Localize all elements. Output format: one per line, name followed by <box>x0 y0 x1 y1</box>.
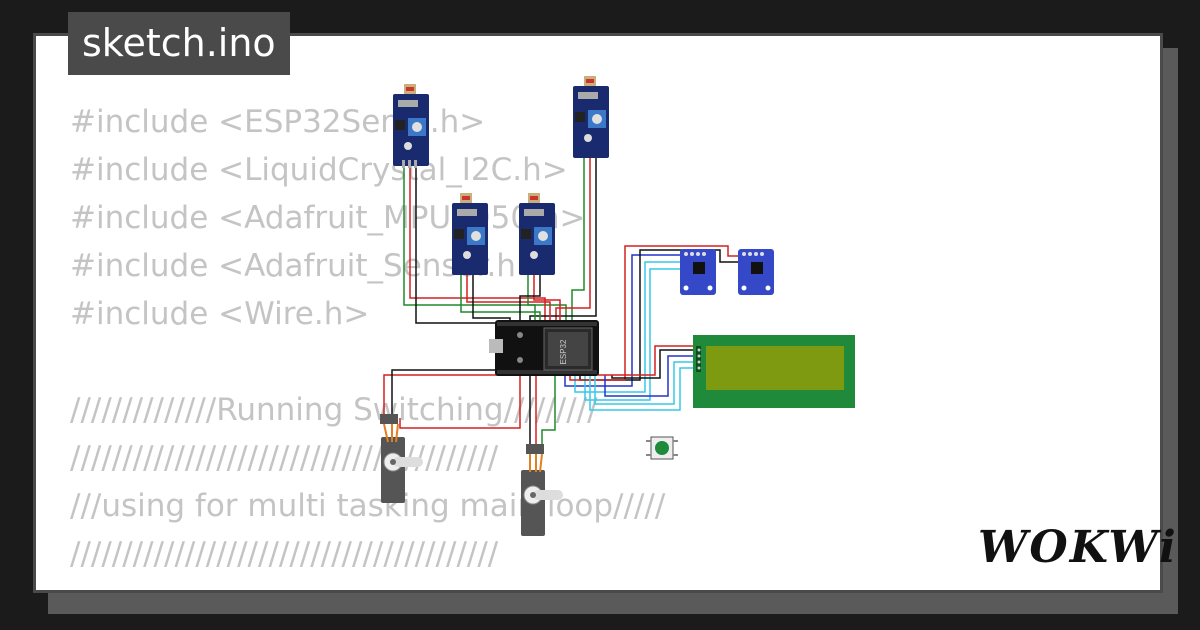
ldr-sensor-module[interactable] <box>393 84 429 168</box>
push-button[interactable] <box>646 436 678 460</box>
servo-motor[interactable] <box>521 444 563 536</box>
wire-green <box>460 275 541 322</box>
wire-red <box>533 275 561 322</box>
esp32-chip-label: ESP32 <box>559 339 568 364</box>
wire-cyan <box>589 367 700 411</box>
wire-green <box>403 165 567 322</box>
wire-red <box>555 157 591 322</box>
wire-red <box>598 345 700 376</box>
wire-red <box>466 275 551 322</box>
wire-cyan <box>594 361 700 405</box>
mpu6050-module[interactable] <box>738 249 774 295</box>
wire-blue <box>564 254 684 387</box>
wire-green <box>571 157 585 322</box>
ldr-sensor-module[interactable] <box>452 193 488 275</box>
file-tab[interactable]: sketch.ino <box>68 12 290 75</box>
wire-green <box>527 275 536 322</box>
wire-green <box>541 375 556 448</box>
wires <box>383 157 741 448</box>
wire-black <box>529 157 597 322</box>
wire-red <box>399 375 521 429</box>
code-line: #include <Wire.h> <box>70 296 370 332</box>
wire-red <box>383 374 500 418</box>
wire-blue <box>604 355 700 397</box>
wire-red <box>569 245 741 381</box>
wire-black <box>519 275 541 322</box>
mpu6050-module[interactable] <box>680 249 716 295</box>
code-line: #include <ESP32Servo.h> <box>70 104 486 140</box>
wire-black <box>611 349 700 379</box>
wire-red <box>409 165 546 322</box>
code-line: ////////////////////////////////////////… <box>70 440 499 476</box>
wire-cyan <box>574 261 684 393</box>
wire-black <box>391 369 500 418</box>
code-line: ////////////////////////////////////////… <box>70 536 499 572</box>
wokwi-logo: WOKWi <box>978 522 1178 573</box>
wire-cyan <box>584 268 684 401</box>
ldr-sensor-module[interactable] <box>519 193 555 275</box>
esp32-board[interactable]: ESP32 <box>489 320 599 376</box>
lcd-display[interactable] <box>693 335 855 408</box>
ldr-sensor-module[interactable] <box>573 76 609 158</box>
wire-black <box>415 165 497 324</box>
code-line: #include <LiquidCrystal_I2C.h> <box>70 152 568 188</box>
servo-motor[interactable] <box>380 414 423 503</box>
